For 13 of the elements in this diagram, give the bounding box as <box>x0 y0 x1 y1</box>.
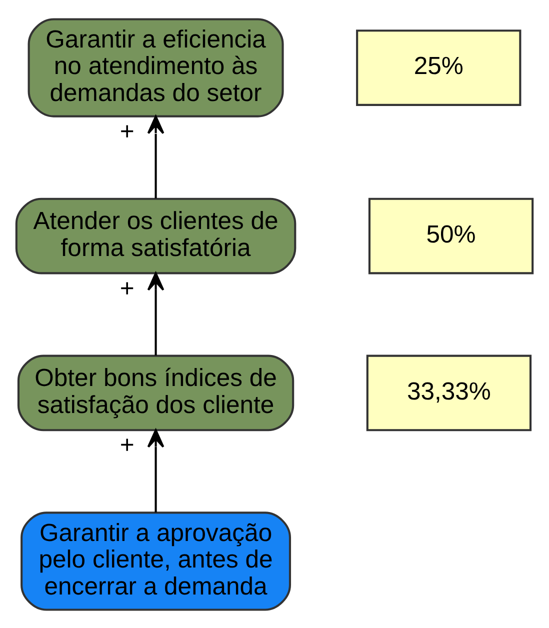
edge-label: + <box>120 432 134 459</box>
node-box: 25% <box>356 29 522 106</box>
node-box: 33,33% <box>366 354 532 431</box>
node-box: Obter bons índices de satisfação dos cliente <box>17 354 294 431</box>
arrow <box>147 115 164 198</box>
node-box: 50% <box>368 197 534 274</box>
arrow <box>147 428 164 512</box>
arrow <box>147 272 164 355</box>
node-box: Garantir a eficiencia no atendimento às demandas do setor <box>28 18 284 117</box>
edge-label: + <box>120 274 134 302</box>
edge-label: + <box>120 118 134 146</box>
node-box: Garantir a aprovação pelo cliente, antes de encerrar a demanda <box>20 511 292 610</box>
node-box: Atender os clientes de forma satisfatória <box>15 197 296 274</box>
